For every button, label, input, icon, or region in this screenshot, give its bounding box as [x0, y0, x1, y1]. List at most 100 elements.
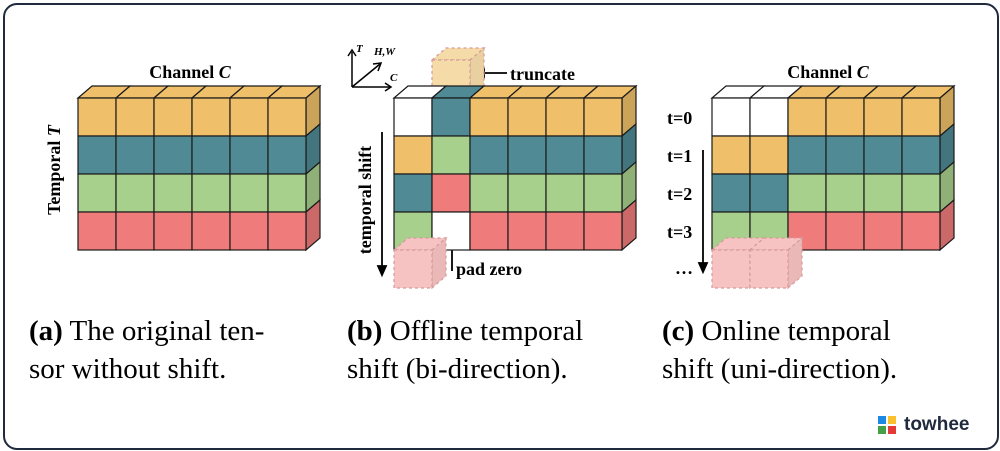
cube-front-face [545, 211, 585, 251]
cube-front-face [749, 97, 789, 137]
cube-front-face [711, 135, 751, 175]
cube-front-face [901, 97, 941, 137]
cube-front-face [153, 97, 193, 137]
cube-front-face [507, 211, 547, 251]
cube-front-face [787, 135, 827, 175]
cube-front-face [393, 135, 433, 175]
cube-front-face [545, 135, 585, 175]
pad-zero-label: pad zero [456, 259, 522, 279]
cube-front-face [711, 97, 751, 137]
cube-front-face [77, 173, 117, 213]
cube-front-face [267, 173, 307, 213]
ghost-cube-2-front [749, 249, 789, 289]
cube-front-face [583, 211, 623, 251]
cube-front-face [583, 173, 623, 213]
panel-c-channel-label: Channel C [787, 62, 870, 82]
cube-front-face [507, 135, 547, 175]
time-label-t1: t=1 [667, 146, 692, 166]
cube-front-face [863, 135, 903, 175]
cube-front-face [787, 173, 827, 213]
cube-front-face [267, 135, 307, 175]
cube-front-face [545, 173, 585, 213]
cube-front-face [229, 173, 269, 213]
padded-cube-top [392, 237, 448, 251]
cube-front-face [901, 135, 941, 175]
cube-front-face [153, 135, 193, 175]
cube-front-face [507, 173, 547, 213]
cube-front-face [115, 173, 155, 213]
logo-text: towhee [904, 414, 970, 435]
caption-a: (a) The original ten- sor without shift. [29, 315, 265, 385]
cube-front-face [863, 173, 903, 213]
cube-front-face [431, 173, 471, 213]
cube-front-face [825, 211, 865, 251]
cube-front-face [749, 173, 789, 213]
cube-front-face [583, 135, 623, 175]
ghost-cube-2-top [748, 237, 804, 251]
panel-a-channel-label: Channel C [149, 62, 232, 82]
cube-front-face [393, 97, 433, 137]
truncated-cube-top [430, 47, 486, 61]
axis-t-label: T [356, 43, 364, 55]
cube-front-face [229, 211, 269, 251]
time-label-t3: t=3 [667, 222, 692, 242]
cube-front-face [191, 97, 231, 137]
cube-front-face [191, 173, 231, 213]
cube-front-face [229, 135, 269, 175]
cube-front-face [901, 211, 941, 251]
cube-front-face [153, 173, 193, 213]
axis-hw-label: H,W [373, 46, 396, 58]
cube-front-face [749, 135, 789, 175]
cube-front-face [711, 173, 751, 213]
time-label-t2: t=2 [667, 184, 692, 204]
cube-front-face [267, 211, 307, 251]
time-label-t0: t=0 [667, 108, 692, 128]
temporal-shift-label: temporal shift [355, 146, 375, 254]
panel-a-tensor [76, 84, 322, 252]
time-label-ellipsis: … [675, 258, 693, 278]
cube-front-face [115, 211, 155, 251]
cube-front-face [787, 97, 827, 137]
towhee-logo-icon [878, 416, 896, 434]
cube-front-face [77, 135, 117, 175]
panel-b-axis-icon [347, 48, 393, 92]
cube-front-face [77, 211, 117, 251]
panel-c-tensor [710, 84, 956, 290]
cube-front-face [469, 135, 509, 175]
towhee-logo: towhee [878, 414, 969, 436]
cube-front-face [825, 173, 865, 213]
cube-front-face [115, 97, 155, 137]
ghost-cube-1-front [711, 249, 751, 289]
cube-front-face [901, 173, 941, 213]
cube-front-face [469, 211, 509, 251]
cube-front-face [77, 97, 117, 137]
cube-front-face [545, 97, 585, 137]
cube-front-face [431, 135, 471, 175]
panel-b-tensor [392, 46, 638, 290]
cube-front-face [393, 173, 433, 213]
cube-front-face [469, 97, 509, 137]
cube-front-face [863, 97, 903, 137]
cube-front-face [507, 97, 547, 137]
axis-c-label: C [390, 72, 398, 84]
panel-a-temporal-label: Temporal T [44, 124, 64, 215]
caption-c: (c) Online temporal shift (uni-direction… [662, 315, 898, 385]
cube-front-face [153, 211, 193, 251]
cube-front-face [825, 97, 865, 137]
cube-front-face [469, 173, 509, 213]
caption-b: (b) Offline temporal shift (bi-direction… [347, 315, 584, 385]
cube-front-face [191, 211, 231, 251]
cube-front-face [115, 135, 155, 175]
cube-front-face [431, 97, 471, 137]
padded-cube-front [393, 249, 433, 289]
cube-front-face [825, 135, 865, 175]
temporal-shift-arrow [376, 132, 388, 278]
cube-front-face [229, 97, 269, 137]
truncate-label: truncate [510, 64, 575, 84]
panel-c-time-arrow [697, 150, 709, 275]
cube-front-face [863, 211, 903, 251]
cube-front-face [583, 97, 623, 137]
cube-front-face [267, 97, 307, 137]
cube-front-face [191, 135, 231, 175]
